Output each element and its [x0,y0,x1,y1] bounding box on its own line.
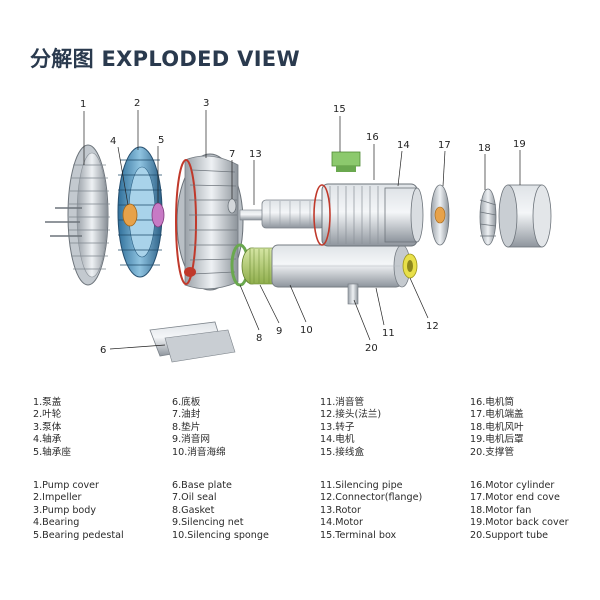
motor-fan [479,188,497,246]
legend-item: 1.泵盖 [33,397,62,408]
pump-cover [45,144,110,286]
legend-item: 16.Motor cylinder [470,480,555,491]
legend-item: 17.电机端盖 [470,409,524,421]
pump-body [175,153,244,291]
legend-item: 12.接头(法兰) [320,409,382,421]
callout-3: 3 [203,98,209,109]
legend-item: 12.Connector(flange) [320,492,423,504]
legend-item: 11.消音管 [320,397,365,408]
callout-8: 8 [256,333,262,344]
callout-16: 16 [366,132,379,143]
support-tube [347,283,359,305]
legend-item: 9.Silencing net [172,517,244,529]
callout-numbers: 1 2 3 4 5 6 7 8 9 10 11 12 13 14 15 16 1… [80,98,526,356]
legend-item: 4.轴承 [33,434,62,446]
legend-item: 20.Support tube [470,529,549,541]
bearing [122,203,138,227]
callout-15: 15 [333,104,346,115]
callout-12: 12 [426,321,439,332]
legend-item: 14.Motor [320,517,363,529]
legend-item: 5.Bearing pedestal [33,529,124,541]
legend-item: 19.Motor back cover [470,517,569,529]
callout-18: 18 [478,143,491,154]
legend-item: 1.Pump cover [33,480,100,491]
callout-4: 4 [110,136,116,147]
legend-cn-column-2: 6.底板 7.油封 8.垫片 9.消音网 10.消音海绵 [172,397,226,459]
legend-en-column-2: 6.Base plate 7.Oil seal 8.Gasket 9.Silen… [172,480,269,542]
legend-item: 8.垫片 [172,421,201,433]
callout-7: 7 [229,149,235,160]
callout-13: 13 [249,149,262,160]
legend-item: 15.Terminal box [320,529,397,541]
legend-item: 13.转子 [320,421,355,433]
silencing-net [241,247,277,285]
motor-end-cover [430,184,450,246]
legend-en-column-1: 1.Pump cover 2.Impeller 3.Pump body 4.Be… [33,480,124,542]
legend-item: 10.消音海绵 [172,446,226,458]
motor-cylinder [384,187,424,243]
legend-item: 4.Bearing [33,517,80,529]
legend-en-column-3: 11.Silencing pipe 12.Connector(flange) 1… [320,480,422,542]
leader-lines [83,110,521,350]
rotor [239,199,325,229]
legend-item: 11.Silencing pipe [320,480,403,491]
connector-flange [402,253,418,279]
legend-cn-column-1: 1.泵盖 2.叶轮 3.泵体 4.轴承 5.轴承座 [33,397,71,459]
legend-item: 17.Motor end cove [470,492,560,504]
silencing-pipe [271,244,411,288]
legend-item: 3.Pump body [33,504,97,516]
legend-item: 15.接线盒 [320,446,365,458]
callout-11: 11 [382,328,395,339]
bearing-pedestal [151,202,165,228]
legend-item: 5.轴承座 [33,446,71,458]
callout-10: 10 [300,325,313,336]
callout-1: 1 [80,99,86,110]
callout-17: 17 [438,140,451,151]
legend-item: 19.电机后罩 [470,434,524,446]
callout-9: 9 [276,326,282,337]
terminal-box [331,151,361,172]
callout-5: 5 [158,135,164,146]
legend-item: 8.Gasket [172,504,215,516]
base-plate [149,321,236,363]
legend-item: 6.Base plate [172,480,232,491]
callout-14: 14 [397,140,410,151]
impeller [117,146,163,278]
legend-item: 2.Impeller [33,492,82,504]
legend-item: 9.消音网 [172,434,210,446]
motor-back-cover [498,184,552,248]
legend-item: 2.叶轮 [33,409,62,421]
legend-cn-column-4: 16.电机筒 17.电机端盖 18.电机风叶 19.电机后罩 20.支撑管 [470,397,524,459]
callout-19: 19 [513,139,526,150]
legend-en-column-4: 16.Motor cylinder 17.Motor end cove 18.M… [470,480,569,542]
legend-item: 6.底板 [172,397,201,408]
legend-item: 10.Silencing sponge [172,529,269,541]
page-title: 分解图 EXPLODED VIEW [30,47,300,71]
legend-item: 7.油封 [172,409,201,421]
legend-item: 20.支撑管 [470,446,515,458]
legend-item: 16.电机筒 [470,397,515,408]
legend-item: 3.泵体 [33,421,62,433]
legend-cn-column-3: 11.消音管 12.接头(法兰) 13.转子 14.电机 15.接线盒 [320,397,381,459]
callout-6: 6 [100,345,106,356]
legend-item: 18.Motor fan [470,504,532,516]
callout-20: 20 [365,343,378,354]
legend-item: 7.Oil seal [172,492,217,504]
legend-item: 13.Rotor [320,504,361,516]
oil-seal [227,198,237,214]
legend-item: 14.电机 [320,434,355,446]
callout-2: 2 [134,98,140,109]
legend-item: 18.电机风叶 [470,421,524,433]
